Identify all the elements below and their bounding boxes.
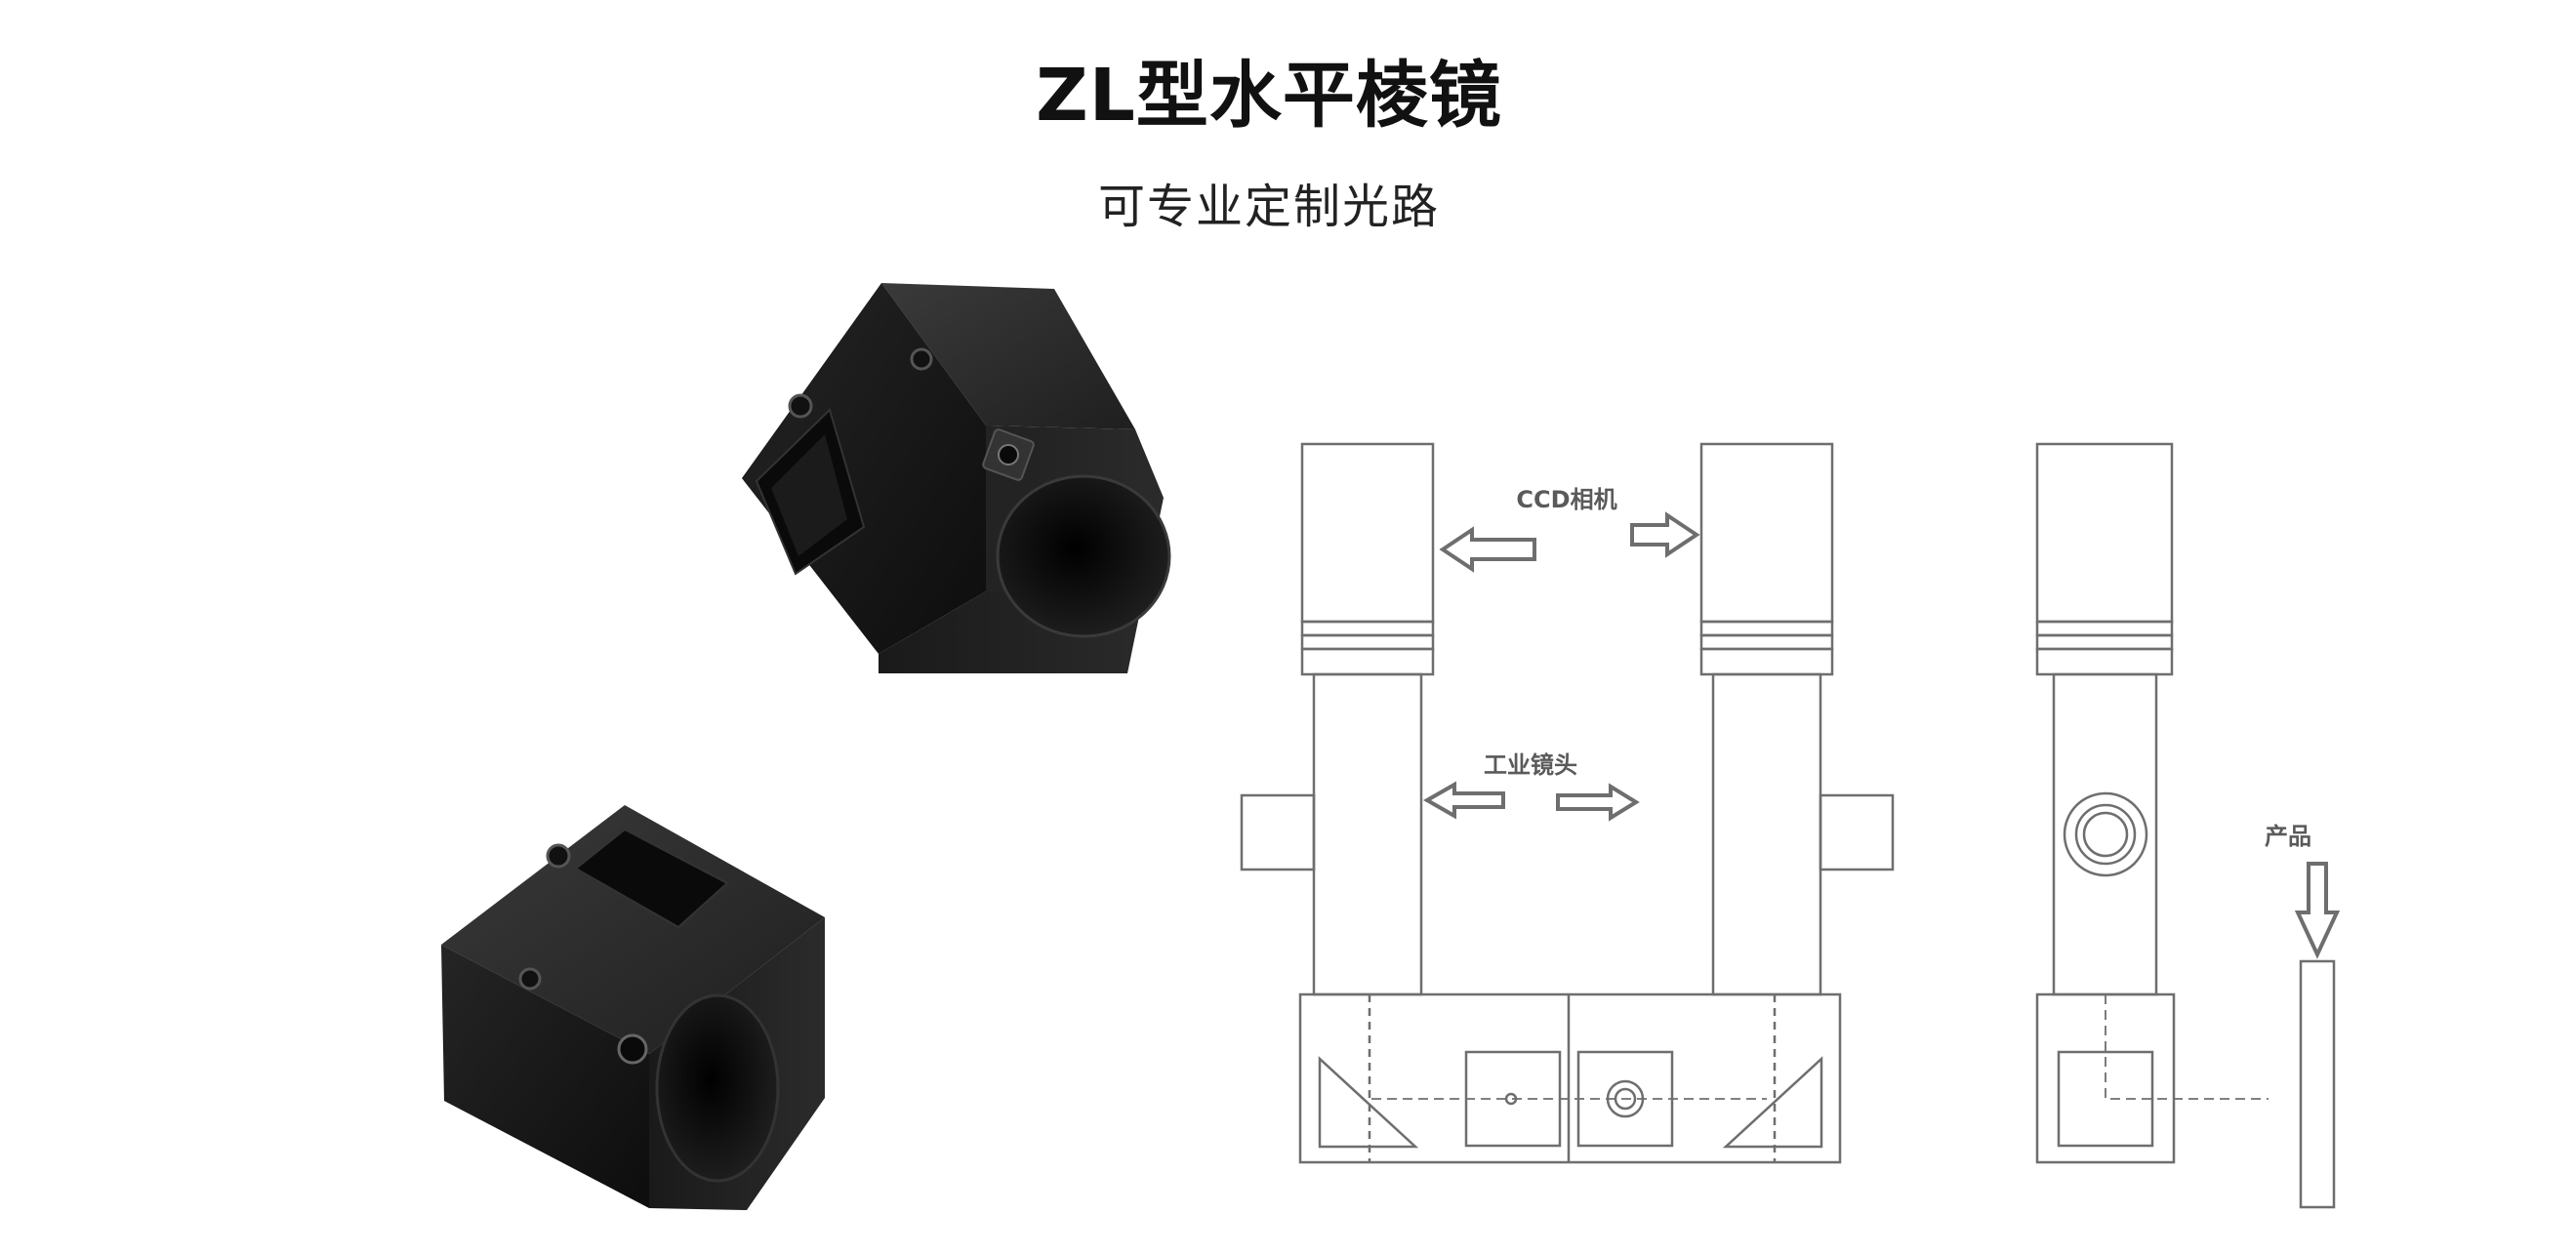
industrial-lens-barrel: [1711, 672, 1822, 996]
optical-path-diagram: [1240, 442, 2341, 1209]
prism-housing: [1298, 992, 1842, 1164]
prism-window-opening: [574, 828, 729, 929]
prism-window-face: [742, 283, 986, 654]
prism-front-face: [441, 945, 649, 1208]
square-window-side: [2057, 1050, 2154, 1148]
ccd-camera-body: [1300, 442, 1435, 624]
label-ccd-camera: CCD相机: [1516, 486, 1616, 513]
prism-bore-rim: [996, 474, 1171, 638]
camera-ring: [2035, 620, 2174, 637]
prism-window-inner: [771, 434, 847, 556]
hex-socket-icon: [998, 444, 1019, 466]
prism-bore-hole: [657, 995, 778, 1181]
lens-knob-inner: [2082, 811, 2129, 858]
camera-assembly-side-view: [2035, 442, 2336, 1209]
arrow-right-icon: [1556, 783, 1640, 822]
arrow-right-icon: [1630, 511, 1700, 558]
camera-ring: [1699, 647, 1834, 676]
lens-side-knob: [1819, 793, 1895, 871]
label-product: 产品: [2265, 823, 2311, 850]
ccd-camera-body: [1699, 442, 1834, 624]
hex-socket-icon: [617, 1033, 648, 1065]
camera-ring: [1699, 633, 1834, 651]
page-title: ZL型水平棱镜: [1036, 54, 1502, 138]
lens-knob-mid: [2074, 803, 2137, 866]
prism-triangle-left: [1318, 1056, 1419, 1149]
prism-triangle-right: [1722, 1056, 1823, 1149]
page-subtitle: 可专业定制光路: [1097, 180, 1440, 234]
camera-ring: [1300, 633, 1435, 651]
camera-ring: [1699, 620, 1834, 637]
industrial-lens-barrel: [1312, 672, 1423, 996]
prism-product-photo-top: [742, 283, 1171, 673]
camera-ring: [1300, 620, 1435, 637]
lens-knob-outer: [2063, 791, 2148, 877]
lens-side-knob: [1240, 793, 1316, 871]
camera-assembly-left: [1240, 442, 1435, 996]
industrial-lens-barrel: [2052, 672, 2158, 996]
ccd-camera-body: [2035, 442, 2174, 624]
camera-ring: [2035, 633, 2174, 651]
camera-assembly-center: [1699, 442, 1895, 996]
arrow-left-icon: [1439, 526, 1536, 573]
optical-path-line: [2105, 994, 2269, 1100]
camera-ring: [2035, 647, 2174, 676]
label-industrial-lens: 工业镜头: [1484, 751, 1577, 779]
product-bar: [2299, 959, 2336, 1209]
screw-icon: [910, 347, 933, 371]
prism-bore-rim: [655, 993, 780, 1183]
arrows: [1422, 511, 2341, 959]
prism-base-front: [1298, 992, 1842, 1164]
arrow-down-icon: [2294, 862, 2341, 959]
screw-icon: [788, 393, 813, 419]
prism-top-face: [881, 283, 1135, 429]
screw-icon: [518, 967, 542, 991]
screw-icon: [546, 843, 571, 869]
prism-bore-hole: [998, 476, 1169, 636]
camera-ring: [1300, 647, 1435, 676]
arrow-left-icon: [1422, 781, 1505, 820]
prism-product-photo-bottom: [441, 805, 825, 1210]
prism-top-face: [441, 805, 825, 1054]
